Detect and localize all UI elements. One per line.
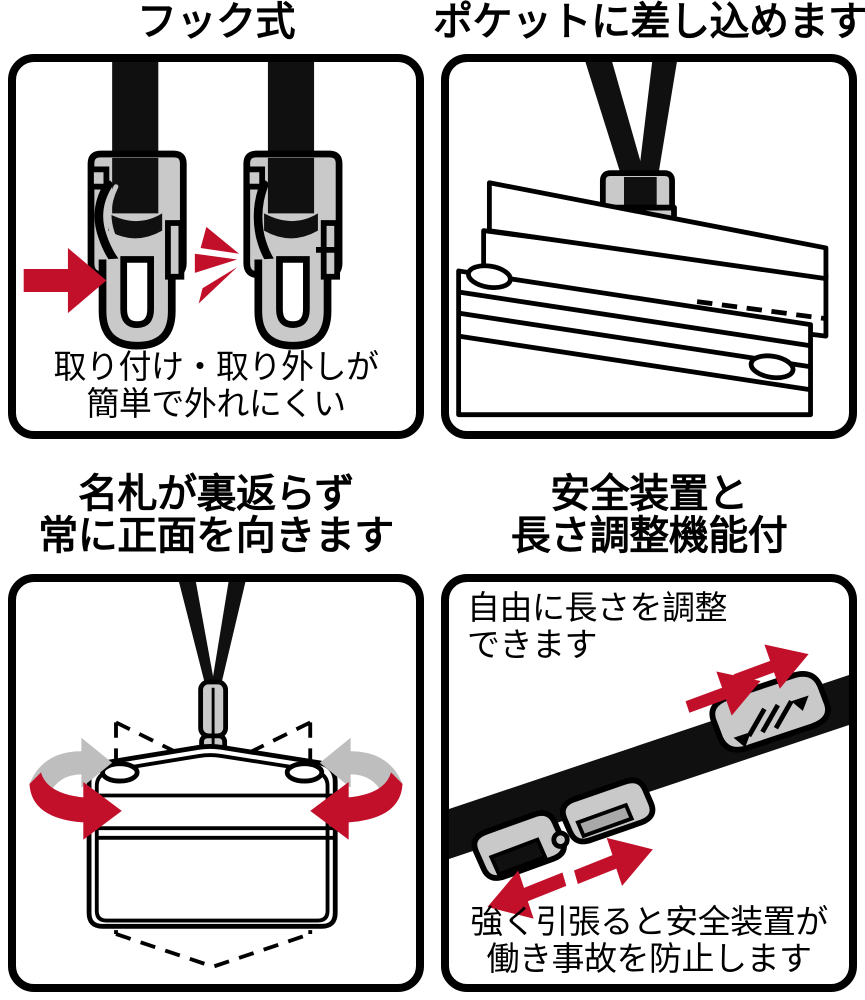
pocket-slot-oval-left [466, 263, 513, 291]
panel-heading-safety-release-and-length-adjust: 安全装置と 長さ調整機能付 [433, 472, 865, 574]
panel-caption-length-adjust: 自由に長さを調整 できます [449, 589, 849, 664]
panel-badge-stays-front-facing [8, 574, 424, 992]
heading-line: 名札が裏返らず [78, 472, 354, 516]
heading-line: フック式 [137, 0, 296, 44]
artwork-lanyard-safety-buckle-and-slider [449, 582, 849, 984]
hook-clip-closed [243, 150, 343, 350]
heading-line: 常に正面を向きます [38, 513, 394, 558]
hook-clip-open [87, 150, 187, 350]
panel-block-hook-type: フック式 [0, 0, 432, 462]
panel-block-insert-into-pocket: ポケットに差し込めます [433, 0, 865, 462]
caption-line: できます [467, 625, 598, 663]
rotation-arrow-gray-right [319, 737, 403, 796]
pocket-slot-oval-right [748, 353, 796, 381]
artwork-hook-clip-open-and-closed [16, 62, 416, 431]
panel-insert-into-pocket [441, 54, 857, 439]
artwork-badge-holder-anti-flip [16, 582, 416, 984]
artwork-card-holder-pocket-with-hook [449, 62, 849, 431]
red-arrow-push [23, 247, 107, 314]
heading-line: 安全装置と [550, 472, 748, 516]
lanyard-strap-v [179, 582, 246, 683]
rotation-arrow-red-right [310, 772, 403, 840]
safety-release-buckle [471, 777, 656, 881]
panel-heading-insert-into-pocket: ポケットに差し込めます [433, 0, 865, 54]
panel-heading-badge-stays-front-facing: 名札が裏返らず 常に正面を向きます [0, 472, 432, 574]
rotation-arrow-red-left [29, 772, 122, 840]
caption-line: 取り付け・取り外しが [53, 348, 380, 386]
heading-line: 長さ調整機能付 [510, 513, 788, 558]
panel-hook-type: 取り付け・取り外しが 簡単で外れにくい [8, 54, 424, 439]
card-holder-pocket [456, 180, 829, 418]
lanyard-strap-v [585, 62, 677, 185]
caption-line: 自由に長さを調整 [467, 589, 728, 626]
heading-line: ポケットに差し込めます [433, 0, 865, 44]
dashed-seam-line [696, 299, 829, 322]
panel-block-safety-release-and-length-adjust: 安全装置と 長さ調整機能付 [433, 472, 865, 1000]
red-double-arrow-slider [685, 644, 809, 716]
red-double-arrow-buckle [487, 837, 653, 919]
panel-caption-safety-release: 強く引張ると安全装置が 働き事故を防止します [449, 903, 849, 978]
panel-safety-release-and-length-adjust: 自由に長さを調整 できます 強く引張ると安全装置が 働き事故を防止します [441, 574, 857, 992]
caption-line: 働き事故を防止します [486, 940, 813, 978]
panel-caption-hook-type: 取り付け・取り外しが 簡単で外れにくい [16, 348, 416, 423]
badge-holder-card-case [86, 744, 338, 929]
panel-heading-hook-type: フック式 [0, 0, 432, 54]
rotation-arrow-gray-left [29, 737, 113, 796]
caption-line: 簡単で外れにくい [86, 385, 346, 423]
panel-block-badge-stays-front-facing: 名札が裏返らず 常に正面を向きます [0, 472, 432, 1000]
click-burst-marks [194, 226, 240, 304]
caption-line: 強く引張ると安全装置が [470, 903, 828, 941]
